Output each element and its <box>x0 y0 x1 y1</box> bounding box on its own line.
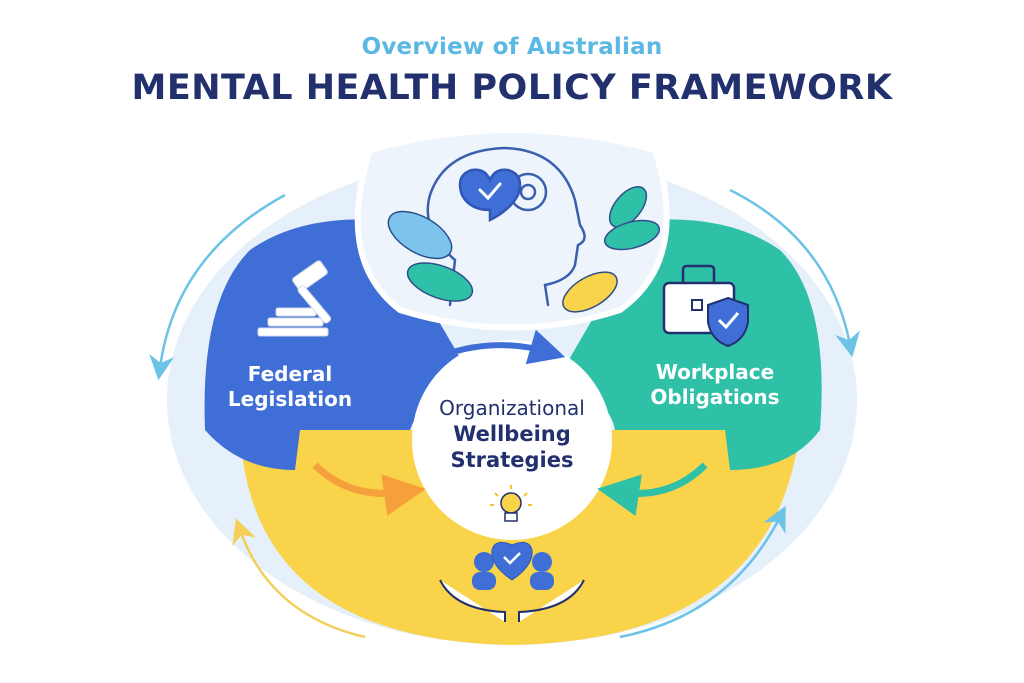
arrow-federal-to-organizational <box>312 462 426 516</box>
briefcase-shield-icon <box>662 264 749 348</box>
arrow-workplace-to-organizational <box>597 462 708 516</box>
outer-arrow-top-left <box>149 193 286 381</box>
leaf-icons <box>387 186 661 313</box>
outer-arrow-bottom-right <box>619 505 786 639</box>
organizational-wellbeing-label: Organizational Wellbeing Strategies <box>412 396 612 474</box>
arrow-federal-to-workplace <box>428 329 566 365</box>
hands-heart-people-icon <box>439 541 585 622</box>
outer-arrow-top-right <box>729 188 860 358</box>
org-line3: Strategies <box>450 448 574 473</box>
outer-arrow-bottom-left <box>232 518 366 639</box>
diagram-subtitle: Overview of Australian <box>361 34 663 60</box>
diagram-title: MENTAL HEALTH POLICY FRAMEWORK <box>131 68 893 108</box>
federal-line2: Legislation <box>227 387 353 411</box>
org-line1: Organizational <box>439 396 585 420</box>
head-heart-gear-icon <box>426 146 586 307</box>
gavel-icon <box>257 260 332 337</box>
workplace-line2: Obligations <box>650 385 780 409</box>
center-circle <box>412 340 612 540</box>
lightbulb-icon <box>490 485 532 522</box>
workplace-obligations-label: Workplace Obligations <box>625 360 805 410</box>
federal-legislation-label: Federal Legislation <box>215 362 365 412</box>
workplace-line1: Workplace <box>655 360 775 384</box>
federal-line1: Federal <box>247 362 333 386</box>
org-line2: Wellbeing <box>453 422 571 446</box>
